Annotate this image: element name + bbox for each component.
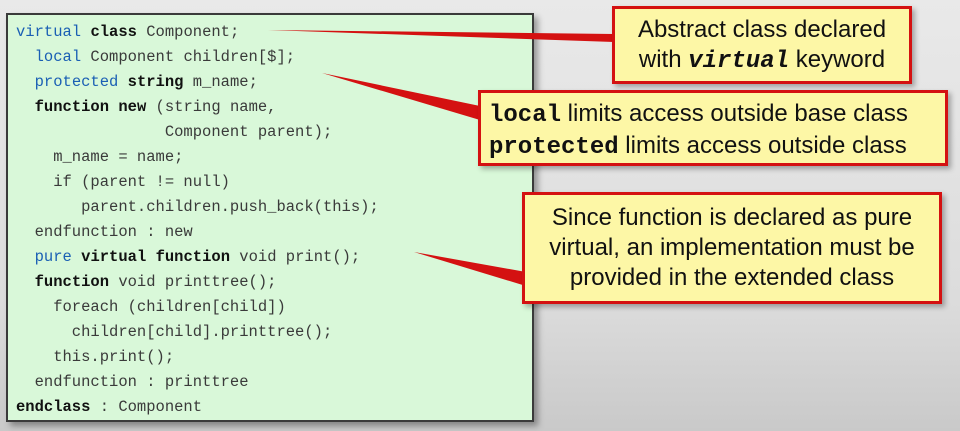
code-token: pure xyxy=(34,248,72,266)
code-line: foreach (children[child]) xyxy=(16,295,286,320)
code-line: endfunction : printtree xyxy=(16,370,249,395)
code-line: local Component children[$]; xyxy=(16,45,295,70)
callout-text: with xyxy=(638,46,689,73)
code-token: local xyxy=(34,48,82,66)
callout-virtual-line1: Abstract class declared xyxy=(637,16,887,43)
code-line: protected string m_name; xyxy=(16,70,258,95)
callout-virtual-class: Abstract class declared with virtual key… xyxy=(612,6,912,84)
code-token: void printtree(); xyxy=(109,273,277,291)
code-token: : Component xyxy=(90,398,203,416)
arrow-3 xyxy=(414,252,526,286)
callout-access-line2: protected limits access outside class xyxy=(489,131,945,163)
callout-pure-virtual: Since function is declared as pure virtu… xyxy=(522,192,942,304)
code-token: Component parent); xyxy=(16,123,333,141)
code-line: endclass : Component xyxy=(16,395,202,420)
callout-pure-line1: Since function is declared as pure xyxy=(551,204,913,231)
callout-text: limits access outside base class xyxy=(561,100,908,127)
code-token: if (parent != null) xyxy=(16,173,230,191)
code-line: this.print(); xyxy=(16,345,174,370)
code-box: virtual class Component; local Component… xyxy=(6,13,534,422)
callout-access: local limits access outside base class p… xyxy=(478,90,948,166)
code-token: m_name; xyxy=(183,73,258,91)
code-token: function xyxy=(155,248,230,266)
code-token: new xyxy=(118,98,147,116)
code-line: if (parent != null) xyxy=(16,170,230,195)
callout-pure-line2: virtual, an implementation must be xyxy=(549,234,915,261)
code-line: m_name = name; xyxy=(16,145,183,170)
code-token: endclass xyxy=(16,398,91,416)
code-token: endfunction : new xyxy=(16,223,193,241)
code-line: endfunction : new xyxy=(16,220,193,245)
code-token: protected xyxy=(34,73,119,91)
code-token: Component; xyxy=(136,23,240,41)
code-token: virtual xyxy=(81,248,147,266)
callout-keyword: protected xyxy=(489,134,619,161)
code-token: (string name, xyxy=(146,98,277,116)
code-token: void print(); xyxy=(230,248,361,266)
callout-keyword: virtual xyxy=(688,48,790,75)
arrow-1 xyxy=(268,30,614,42)
code-line: pure virtual function void print(); xyxy=(16,245,361,270)
callout-text: keyword xyxy=(789,46,886,73)
code-line: Component parent); xyxy=(16,120,332,145)
callout-access-line1: local limits access outside base class xyxy=(489,99,945,131)
code-token: function xyxy=(34,98,110,116)
code-token: Component children[$]; xyxy=(81,48,296,66)
code-line: parent.children.push_back(this); xyxy=(16,195,379,220)
code-token: class xyxy=(90,23,137,41)
code-line: virtual class Component; xyxy=(16,20,239,45)
callout-keyword: local xyxy=(489,102,562,129)
code-token: endfunction : printtree xyxy=(16,373,249,391)
code-token: parent.children.push_back(this); xyxy=(16,198,379,216)
code-token: function xyxy=(34,273,110,291)
code-token: foreach (children[child]) xyxy=(16,298,286,316)
callout-virtual-line2: with virtual keyword xyxy=(615,45,909,77)
code-line: children[child].printtree(); xyxy=(16,320,332,345)
code-token: string xyxy=(127,73,184,91)
callout-pure-line3: provided in the extended class xyxy=(569,264,895,291)
code-token: children[child].printtree(); xyxy=(16,323,333,341)
code-token: this.print(); xyxy=(16,348,175,366)
code-token: m_name = name; xyxy=(16,148,184,166)
arrow-2 xyxy=(322,73,480,120)
code-line: function void printtree(); xyxy=(16,270,277,295)
callout-text: limits access outside class xyxy=(618,132,907,159)
code-line: function new (string name, xyxy=(16,95,277,120)
code-token: virtual xyxy=(16,23,82,41)
